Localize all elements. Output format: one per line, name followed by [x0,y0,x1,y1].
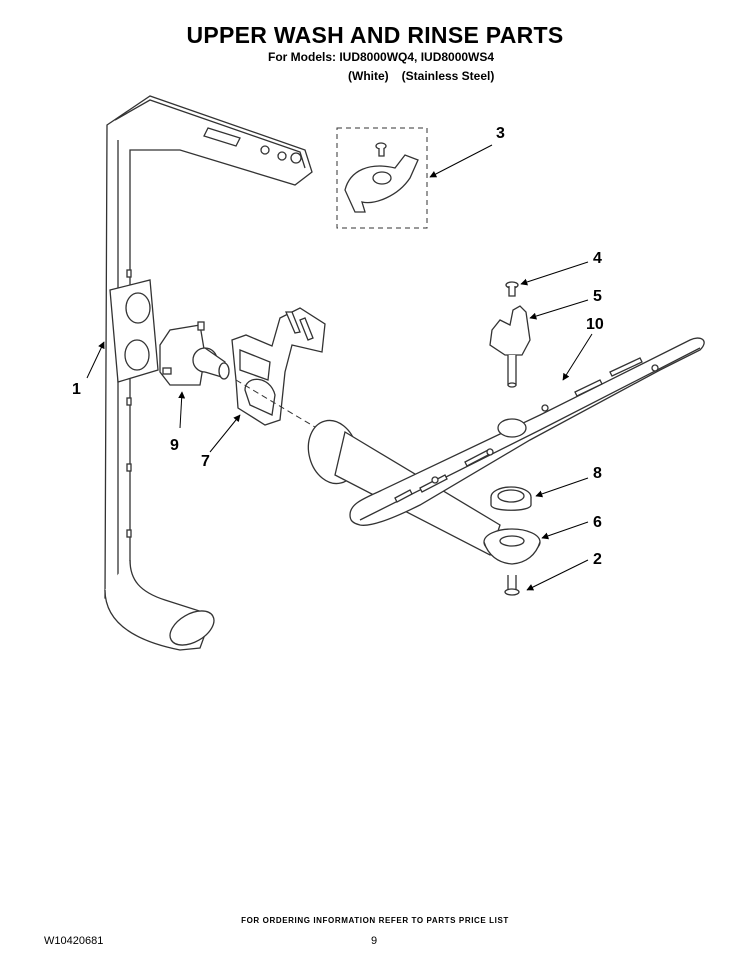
callout-7: 7 [201,453,210,470]
document-number: W10420681 [44,935,104,947]
variant-white: (White) [348,69,389,83]
callout-5: 5 [593,288,602,305]
part-10-spray-arm [349,337,705,526]
callout-2: 2 [593,551,602,568]
part-5-clip [489,305,531,388]
part-8-ring [490,486,532,511]
model-variants: (White) (Stainless Steel) [348,69,507,83]
part-4-screw [505,281,519,297]
part-7-bracket [231,307,326,426]
alignment-line [235,379,321,431]
callout-9: 9 [170,437,179,454]
part-3-detail-box [336,127,428,229]
callout-4: 4 [593,250,602,267]
callout-10: 10 [586,316,604,333]
part-2-screw [504,575,520,596]
ordering-note: FOR ORDERING INFORMATION REFER TO PARTS … [241,916,509,925]
part-1-manifold-tube [104,95,313,651]
callout-8: 8 [593,465,602,482]
callout-1: 1 [72,381,81,398]
page-number: 9 [371,935,378,947]
part-6-diffuser-nut [483,528,541,565]
leader-lines [86,144,593,591]
callout-6: 6 [593,514,602,531]
callout-3: 3 [496,125,505,142]
variant-stainless: (Stainless Steel) [401,69,495,83]
part-9-spray-arm-mount [159,321,230,386]
models-line: For Models: IUD8000WQ4, IUD8000WS4 [268,50,495,64]
page-title: UPPER WASH AND RINSE PARTS [186,22,564,48]
